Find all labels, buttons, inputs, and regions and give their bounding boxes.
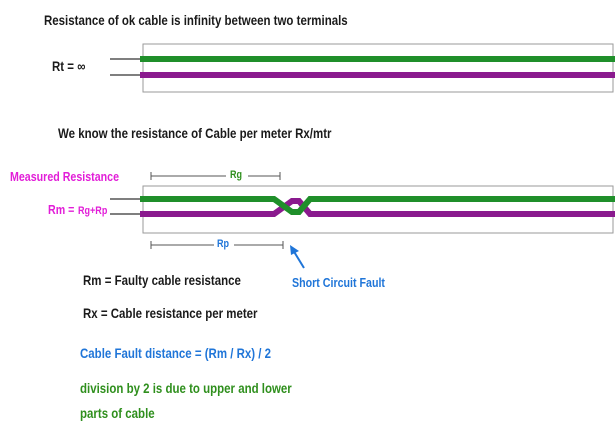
division-note-line1: division by 2 is due to upper and lower: [80, 380, 292, 396]
fault-arrow-head: [290, 245, 299, 255]
fault-arrow: [290, 245, 305, 269]
rm-value: Rg+Rp: [78, 205, 108, 217]
division-note-line2: parts of cable: [80, 405, 155, 421]
upper-conductor-bottom: [140, 196, 615, 215]
rp-label: Rp: [217, 238, 230, 250]
rx-definition: Rx = Cable resistance per meter: [83, 305, 258, 321]
top-title: Resistance of ok cable is infinity betwe…: [44, 12, 348, 28]
healthy-cable: [110, 43, 615, 93]
rg-dimension: [150, 172, 281, 180]
cable-sheath-top: [142, 43, 614, 93]
cable-sheath-bottom: [142, 185, 614, 234]
rt-label: Rt = ∞: [52, 58, 86, 74]
fault-distance-formula: Cable Fault distance = (Rm / Rx) / 2: [80, 345, 272, 361]
rm-definition: Rm = Faulty cable resistance: [83, 272, 241, 288]
rg-label: Rg: [230, 169, 243, 181]
short-circuit-fault-label: Short Circuit Fault: [292, 275, 385, 290]
measured-resistance-label: Measured Resistance: [10, 169, 120, 184]
faulty-cable: [110, 185, 615, 234]
rp-dimension: [150, 241, 284, 249]
rm-prefix: Rm =: [48, 202, 75, 217]
lower-conductor-bottom: [140, 198, 615, 217]
middle-title: We know the resistance of Cable per mete…: [58, 125, 332, 141]
rm-expression: Rm = Rg+Rp: [48, 201, 107, 219]
